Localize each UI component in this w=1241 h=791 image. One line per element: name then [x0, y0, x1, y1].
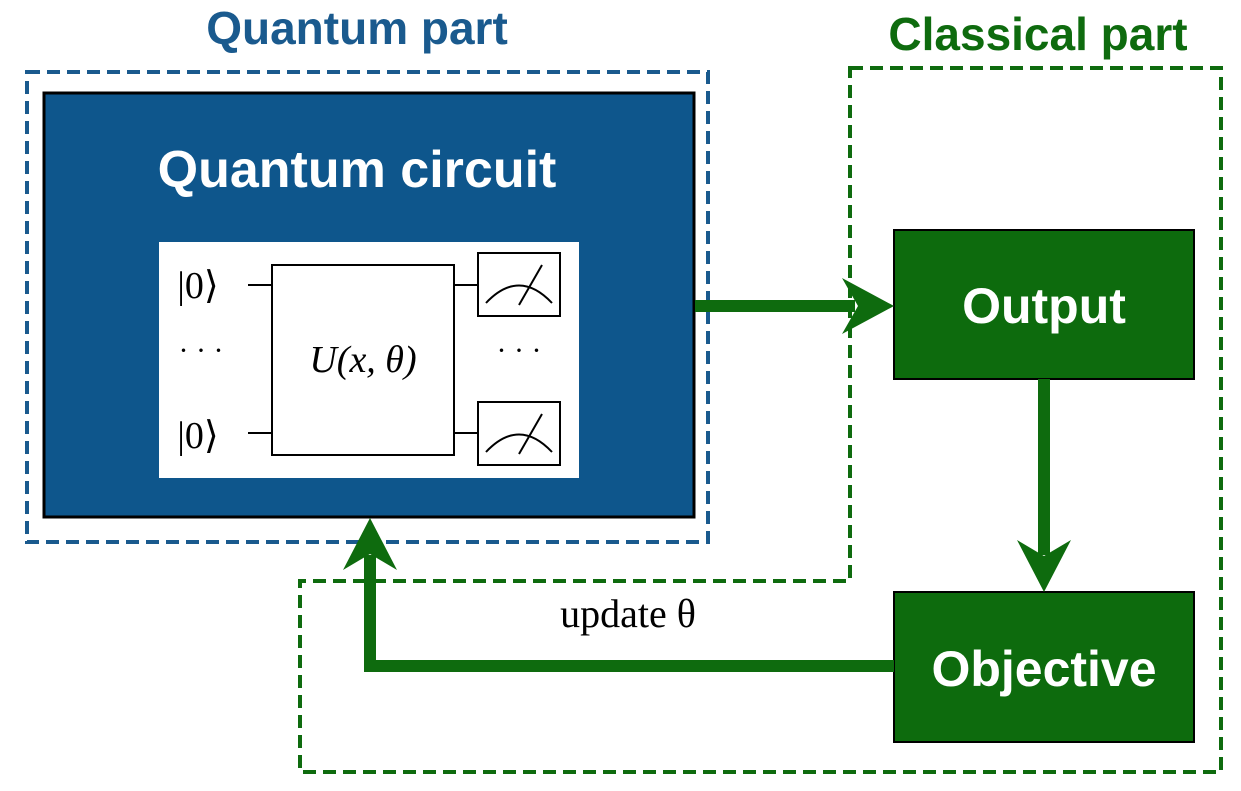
feedback-label: update θ: [560, 591, 696, 636]
feedback-arrow: [343, 518, 894, 672]
unitary-gate: [271, 264, 455, 456]
circuit-to-output-arrow: [695, 278, 894, 334]
unitary-label: U(x, θ): [309, 339, 416, 381]
classical-part-title: Classical part: [888, 8, 1187, 60]
output-to-objective-arrow: [1017, 379, 1071, 592]
objective-box: [893, 591, 1195, 743]
bottom-ket-label: |0⟩: [177, 415, 218, 457]
quantum-part-title: Quantum part: [206, 2, 508, 54]
top-measurement-meter-icon: [477, 252, 561, 317]
classical-part-boundary: [298, 66, 1223, 774]
output-box: [893, 229, 1195, 380]
left-dots: · · ·: [179, 334, 224, 367]
objective-label: Objective: [931, 641, 1156, 697]
top-ket-label: |0⟩: [177, 265, 218, 307]
quantum-circuit-title: Quantum circuit: [158, 141, 557, 199]
bottom-measurement-meter-icon: [477, 401, 561, 466]
right-dots: · · ·: [497, 334, 542, 367]
output-label: Output: [962, 278, 1126, 334]
circuit-diagram: |0⟩ · · · |0⟩ U(x, θ) · · ·: [159, 242, 579, 478]
